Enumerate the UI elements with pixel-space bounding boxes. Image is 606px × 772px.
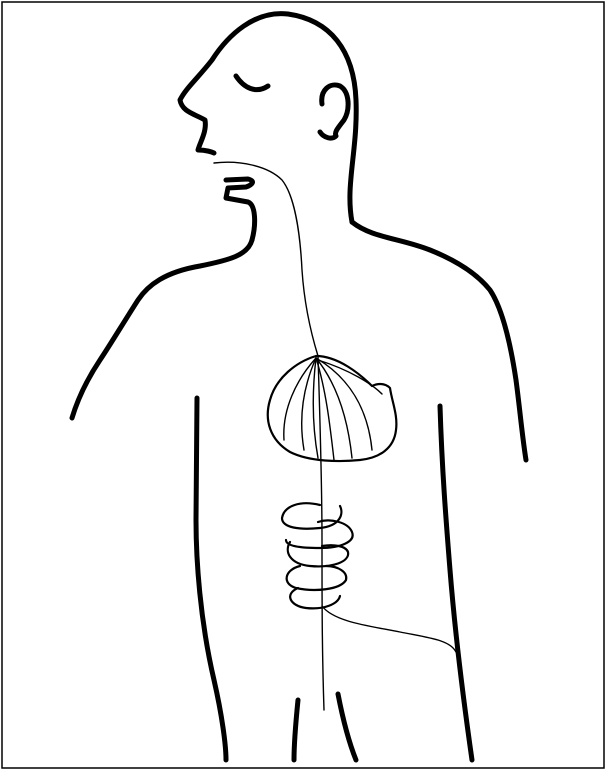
intestine-loop xyxy=(282,503,341,528)
torso-right-side xyxy=(440,406,472,760)
left-shoulder-arm xyxy=(72,240,252,418)
vagus-nerve-branch xyxy=(322,606,456,652)
vagus-nerve xyxy=(214,162,324,710)
torso-left-side xyxy=(196,398,226,760)
intestine-loop xyxy=(290,588,340,608)
left-leg-inner xyxy=(294,700,298,760)
eye-icon xyxy=(236,76,268,90)
stomach-fold xyxy=(313,358,318,458)
intestines xyxy=(282,503,353,608)
stomach-fold xyxy=(316,358,372,450)
stomach xyxy=(268,356,397,461)
mouth-outline xyxy=(226,179,255,240)
intestine-loop xyxy=(286,520,353,548)
right-leg-inner xyxy=(338,694,356,760)
head-outline xyxy=(180,14,356,222)
ear-icon xyxy=(320,85,348,138)
stomach-fold xyxy=(316,358,352,458)
intestine-loop xyxy=(287,566,347,590)
